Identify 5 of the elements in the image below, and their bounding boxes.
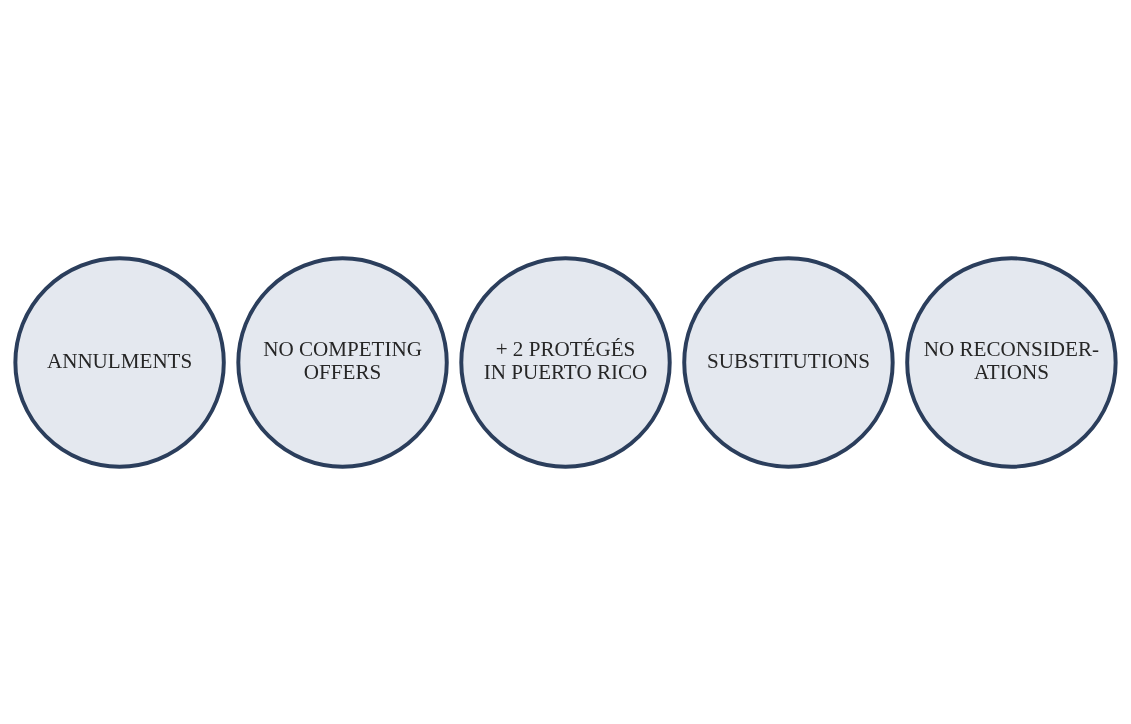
node-circle: NO RECONSIDER- ATIONS — [905, 255, 1118, 469]
node-circle: NO COMPETING OFFERS — [236, 255, 449, 469]
node-circle: + 2 PROTÉGÉS IN PUERTO RICO — [459, 255, 672, 469]
node-circle: ANNULMENTS — [13, 255, 226, 469]
node-circle: SUBSTITUTIONS — [682, 255, 895, 469]
